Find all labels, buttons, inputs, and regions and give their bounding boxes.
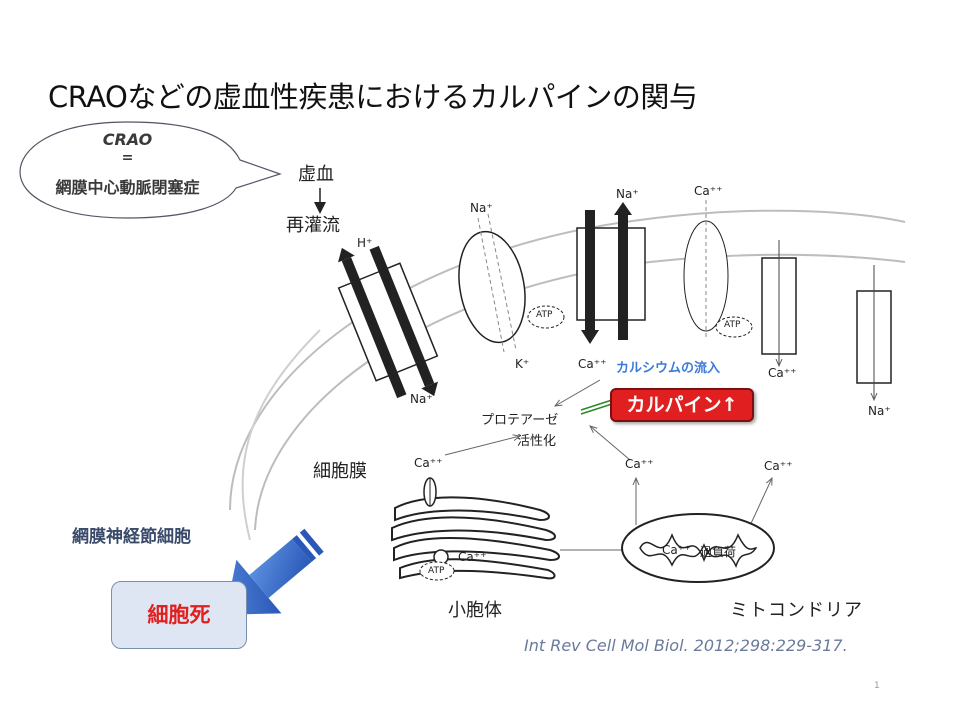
ca-plus-label-1: Ca⁺⁺ <box>578 357 607 371</box>
na-plus-label-3: Na⁺ <box>616 187 639 201</box>
ischemia-label: 虚血 <box>298 164 334 185</box>
page-number: 1 <box>874 681 880 691</box>
cell-membrane-outer <box>229 209 906 511</box>
overload-label: 過負荷 <box>700 545 737 559</box>
reperfusion-label: 再灌流 <box>286 215 340 236</box>
na-plus-label-2: Na⁺ <box>470 201 493 215</box>
h-plus-label: H⁺ <box>357 236 373 250</box>
na-plus-label-1: Na⁺ <box>410 392 433 406</box>
atp-label-2: ATP <box>724 320 741 330</box>
ca-plus-label-er-bottom: Ca⁺⁺ <box>458 550 487 564</box>
cell-death-box: 細胞死 <box>111 581 247 649</box>
protease-label-line2: 活性化 <box>517 434 557 449</box>
mitochondria-label: ミトコンドリア <box>730 600 863 621</box>
k-plus-label: K⁺ <box>515 357 530 371</box>
slide-title: CRAOなどの虚血性疾患におけるカルパインの関与 <box>48 80 698 114</box>
retinal-ganglion-cell-label: 網膜神経節細胞 <box>72 527 191 547</box>
calpain-up-box: カルパイン↑ <box>610 388 754 422</box>
ca-plus-label-3: Ca⁺⁺ <box>768 366 797 380</box>
bubble-abbr: CRAO <box>102 130 153 149</box>
endoplasmic-reticulum <box>391 496 560 580</box>
ca-plus-label-er-top: Ca⁺⁺ <box>414 456 443 470</box>
h-na-exchanger <box>337 245 439 399</box>
speech-bubble <box>19 121 282 219</box>
bubble-equals: = <box>121 150 134 166</box>
na-plus-label-4: Na⁺ <box>868 404 891 418</box>
cell-membrane-label: 細胞膜 <box>313 461 367 482</box>
atp-label-3: ATP <box>428 566 445 576</box>
bubble-full-name: 網膜中心動脈閉塞症 <box>55 178 200 197</box>
ca-plus-label-mito-2: Ca⁺⁺ <box>764 459 793 473</box>
citation: Int Rev Cell Mol Biol. 2012;298:229-317. <box>524 636 848 655</box>
ca-plus-label-mito-1: Ca⁺⁺ <box>625 457 654 471</box>
calcium-influx-label: カルシウムの流入 <box>616 361 721 376</box>
protease-label-line1: プロテアーゼ <box>481 413 559 428</box>
atp-label-1: ATP <box>536 310 553 320</box>
ca-plus-label-2: Ca⁺⁺ <box>694 184 723 198</box>
ca-plus-label-mito-inner: Ca⁺⁺ <box>662 543 691 557</box>
er-label: 小胞体 <box>448 600 502 621</box>
